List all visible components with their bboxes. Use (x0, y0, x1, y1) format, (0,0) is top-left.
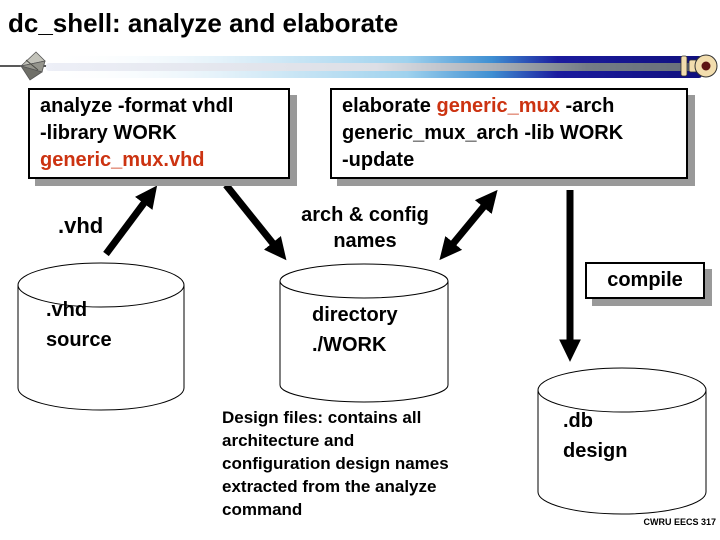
elaborate-prefix: elaborate (342, 95, 431, 117)
work-directory-cylinder-label: directory ./WORK (312, 300, 398, 360)
vhd-source-cylinder-label: .vhd source (46, 295, 112, 355)
vhd-arrow-label: .vhd (58, 213, 104, 238)
analyze-command-box: analyze -format vhdl -library WORK gener… (28, 88, 290, 179)
arch-config-label: arch & config names (301, 204, 429, 252)
spearhead-icon (19, 51, 46, 81)
elaborate-line-3: -update (342, 149, 415, 171)
vhd-source-line-1: .vhd (46, 299, 88, 321)
compile-box: compile (585, 262, 705, 299)
work-dir-line-1: directory (312, 304, 398, 326)
compile-label: compile (607, 269, 683, 291)
elaborate-suffix: -arch (565, 95, 615, 117)
arrow-workdir-elaborate-bidirectional (439, 189, 498, 261)
db-design-line-2: design (563, 440, 628, 462)
divider-ornament (0, 51, 718, 81)
db-design-line-1: .db (563, 410, 593, 432)
analyze-line-3: generic_mux.vhd (40, 149, 205, 171)
note-line-3: configuration design names (222, 454, 449, 473)
analyze-line-1: analyze -format vhdl (40, 95, 234, 117)
elaborate-highlight: generic_mux (436, 95, 560, 117)
cylinder-work-directory (279, 263, 449, 403)
arrow-analyze-to-workdir (223, 182, 287, 261)
analyze-line-2: -library WORK (40, 122, 177, 144)
design-files-note: Design files: contains all architecture … (222, 406, 449, 521)
note-line-1: Design files: contains all (222, 408, 422, 427)
work-dir-line-2: ./WORK (312, 334, 387, 356)
cylinder-vhd-source (17, 262, 185, 411)
course-footer: CWRU EECS 317 (643, 517, 716, 527)
elaborate-command-box: elaborate generic_mux -arch generic_mux_… (330, 88, 688, 179)
elaborate-line-2: generic_mux_arch -lib WORK (342, 122, 624, 144)
arrow-source-to-analyze (103, 185, 158, 257)
elaborate-line-1: elaborate generic_mux -arch (342, 93, 676, 120)
vhd-source-line-2: source (46, 329, 112, 351)
cylinder-db-design (537, 367, 707, 515)
db-design-cylinder-label: .db design (563, 406, 627, 466)
page-title: dc_shell: analyze and elaborate (8, 8, 399, 38)
note-line-4: extracted from the analyze (222, 477, 437, 496)
spear-finial-icon (680, 54, 718, 78)
note-line-2: architecture and (222, 431, 355, 450)
note-line-5: command (222, 500, 303, 519)
